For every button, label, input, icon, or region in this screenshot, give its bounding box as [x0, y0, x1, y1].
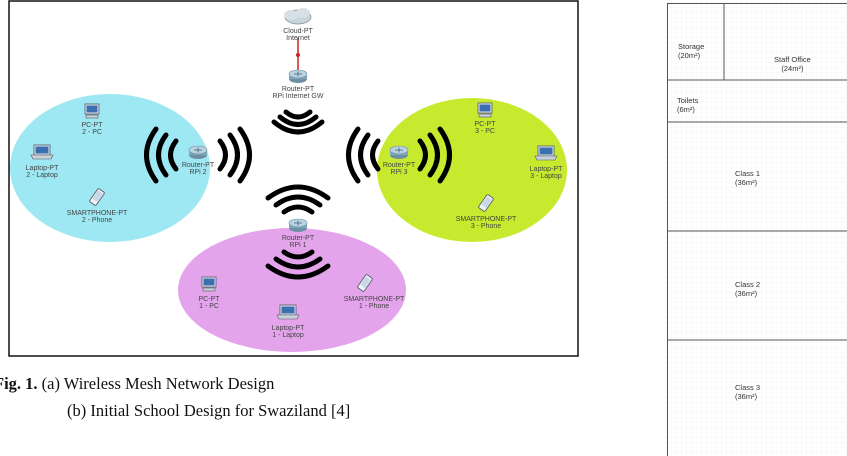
- room-area: (20m²): [678, 51, 701, 60]
- device-label: 1 - PC: [199, 303, 219, 310]
- caption-part-a: (a) Wireless Mesh Network Design: [37, 374, 275, 393]
- room-area: (6m²): [677, 105, 695, 114]
- device-name: Laptop-PT: [272, 325, 305, 332]
- device-name: SMARTPHONE-PT: [456, 216, 517, 223]
- device-label: 3 - PC: [475, 128, 495, 135]
- rpi1-label: RPi 1: [289, 242, 306, 249]
- device-name: SMARTPHONE-PT: [67, 210, 128, 217]
- rpi3-wifi-waves-icon: [346, 126, 452, 184]
- device-label: 2 - Laptop: [26, 172, 58, 179]
- cloud-label: Internet: [286, 35, 310, 42]
- pc-icon: [201, 276, 217, 292]
- pc-icon: [477, 102, 493, 118]
- device-name: PC-PT: [82, 122, 104, 129]
- pc-icon: [84, 103, 100, 119]
- figure-caption-line-1: Fig. 1. (a) Wireless Mesh Network Design: [0, 374, 274, 394]
- school-floor-plan: Storage (20m²) Staff Office (24m²) Toile…: [666, 2, 847, 456]
- room-class-1: Class 1 (36m²): [735, 169, 760, 187]
- device-label: 1 - Laptop: [272, 332, 304, 339]
- room-staff-office: Staff Office (24m²): [774, 55, 811, 73]
- device-name: Laptop-PT: [26, 165, 59, 172]
- gateway-wifi-waves-icon: [271, 109, 325, 135]
- zone-pink: [178, 228, 406, 352]
- room-area: (36m²): [735, 289, 758, 298]
- device-name: PC-PT: [199, 296, 221, 303]
- rpi3-label: RPi 3: [390, 169, 407, 176]
- cloud-icon: [284, 8, 312, 25]
- room-area: (24m²): [781, 64, 804, 73]
- figure-caption-line-2: (b) Initial School Design for Swaziland …: [67, 401, 350, 421]
- rpi1-name: Router-PT: [282, 235, 315, 242]
- room-name: Staff Office: [774, 55, 811, 64]
- room-storage: Storage (20m²): [678, 42, 704, 60]
- floor-plan-walls: [667, 3, 847, 456]
- room-area: (36m²): [735, 392, 758, 401]
- room-area: (36m²): [735, 178, 758, 187]
- room-name: Storage: [678, 42, 705, 51]
- zone-green: [377, 98, 567, 242]
- room-name: Class 1: [735, 169, 761, 178]
- room-toilets: Toilets (6m²): [677, 96, 698, 114]
- device-label: 3 - Laptop: [530, 173, 562, 180]
- gateway-label: RPi Internet GW: [273, 93, 324, 100]
- zone-cyan: [10, 94, 210, 242]
- caption-part-b: (b) Initial School Design for Swaziland …: [67, 401, 351, 420]
- rpi1-wifi-waves-icon: [265, 184, 331, 280]
- rpi2-label: RPi 2: [189, 169, 206, 176]
- device-label: 2 - Phone: [82, 217, 112, 224]
- room-class-3: Class 3 (36m²): [735, 383, 760, 401]
- device-label: 2 - PC: [82, 129, 102, 136]
- rpi3-name: Router-PT: [383, 162, 416, 169]
- laptop-icon: [276, 304, 300, 320]
- room-name: Class 2: [735, 280, 761, 289]
- room-name: Toilets: [677, 96, 699, 105]
- rpi2-name: Router-PT: [182, 162, 215, 169]
- rpi1-router-icon: [288, 218, 308, 233]
- laptop-icon: [534, 145, 558, 161]
- room-name: Class 3: [735, 383, 761, 392]
- rpi3-router-icon: [389, 145, 409, 160]
- gateway-name: Router-PT: [282, 86, 315, 93]
- figure-label: Fig. 1.: [0, 374, 38, 393]
- rpi2-wifi-waves-icon: [144, 126, 252, 184]
- device-label: 1 - Phone: [359, 303, 389, 310]
- device-name: SMARTPHONE-PT: [344, 296, 405, 303]
- device-name: PC-PT: [475, 121, 497, 128]
- link-endpoint: [296, 53, 300, 57]
- laptop-icon: [30, 144, 54, 160]
- gateway-router-icon: [288, 69, 308, 84]
- cloud-name: Cloud-PT: [283, 28, 313, 35]
- device-label: 3 - Phone: [471, 223, 501, 230]
- room-class-2: Class 2 (36m²): [735, 280, 760, 298]
- mesh-network-diagram: Cloud-PT Internet Router-PT RPi Internet…: [8, 0, 580, 358]
- device-name: Laptop-PT: [530, 166, 563, 173]
- rpi2-router-icon: [188, 145, 208, 160]
